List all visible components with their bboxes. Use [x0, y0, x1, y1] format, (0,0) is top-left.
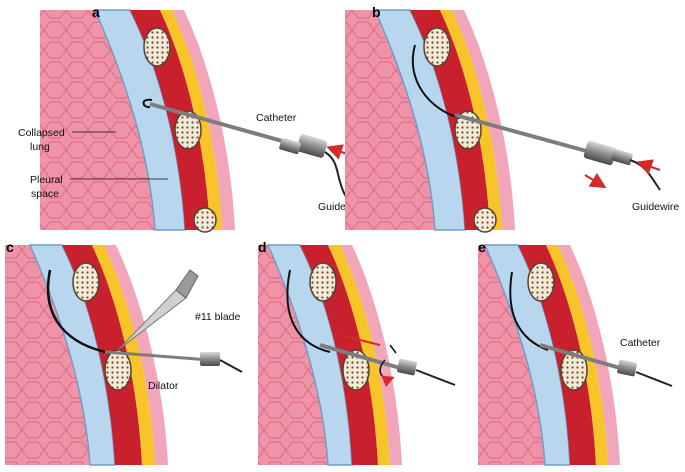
guidewire-label: Guidewire	[632, 201, 679, 213]
tissue-layers	[478, 244, 620, 466]
collapsed-lung-label-line2: lung	[30, 141, 50, 153]
pleural-space-label-line2: space	[31, 188, 59, 200]
tissue-layers	[258, 244, 402, 466]
dilator-label: Dilator	[148, 380, 179, 392]
tissue-layers	[345, 9, 515, 233]
catheter-label: Catheter	[620, 337, 661, 349]
panel-letter: e	[478, 239, 486, 255]
panel-letter: c	[6, 239, 14, 255]
catheter-device	[142, 98, 361, 216]
dilator-device	[286, 269, 456, 387]
panel-b: b Guidewire	[345, 4, 679, 233]
panel-letter: b	[372, 4, 381, 20]
pleural-space-label-line1: Pleural	[30, 174, 63, 186]
collapsed-lung-label-line1: Collapsed	[18, 127, 65, 139]
panel-letter: d	[258, 239, 267, 255]
catheter-device	[411, 44, 661, 191]
catheter-device	[509, 271, 673, 387]
blade-label: #11 blade	[195, 311, 241, 323]
panel-c: c #11 blade Dilator	[5, 239, 243, 466]
catheter-label: Catheter	[256, 112, 297, 124]
panel-d: d	[258, 239, 456, 466]
tissue-layers	[40, 9, 235, 233]
dilator-device	[46, 269, 243, 373]
panel-letter: a	[92, 4, 100, 20]
panel-e: e Catheter	[478, 239, 673, 466]
tissue-layers	[5, 244, 168, 466]
panel-a: a Catheter Guidewire Collapsed lung Pleu…	[18, 4, 365, 233]
